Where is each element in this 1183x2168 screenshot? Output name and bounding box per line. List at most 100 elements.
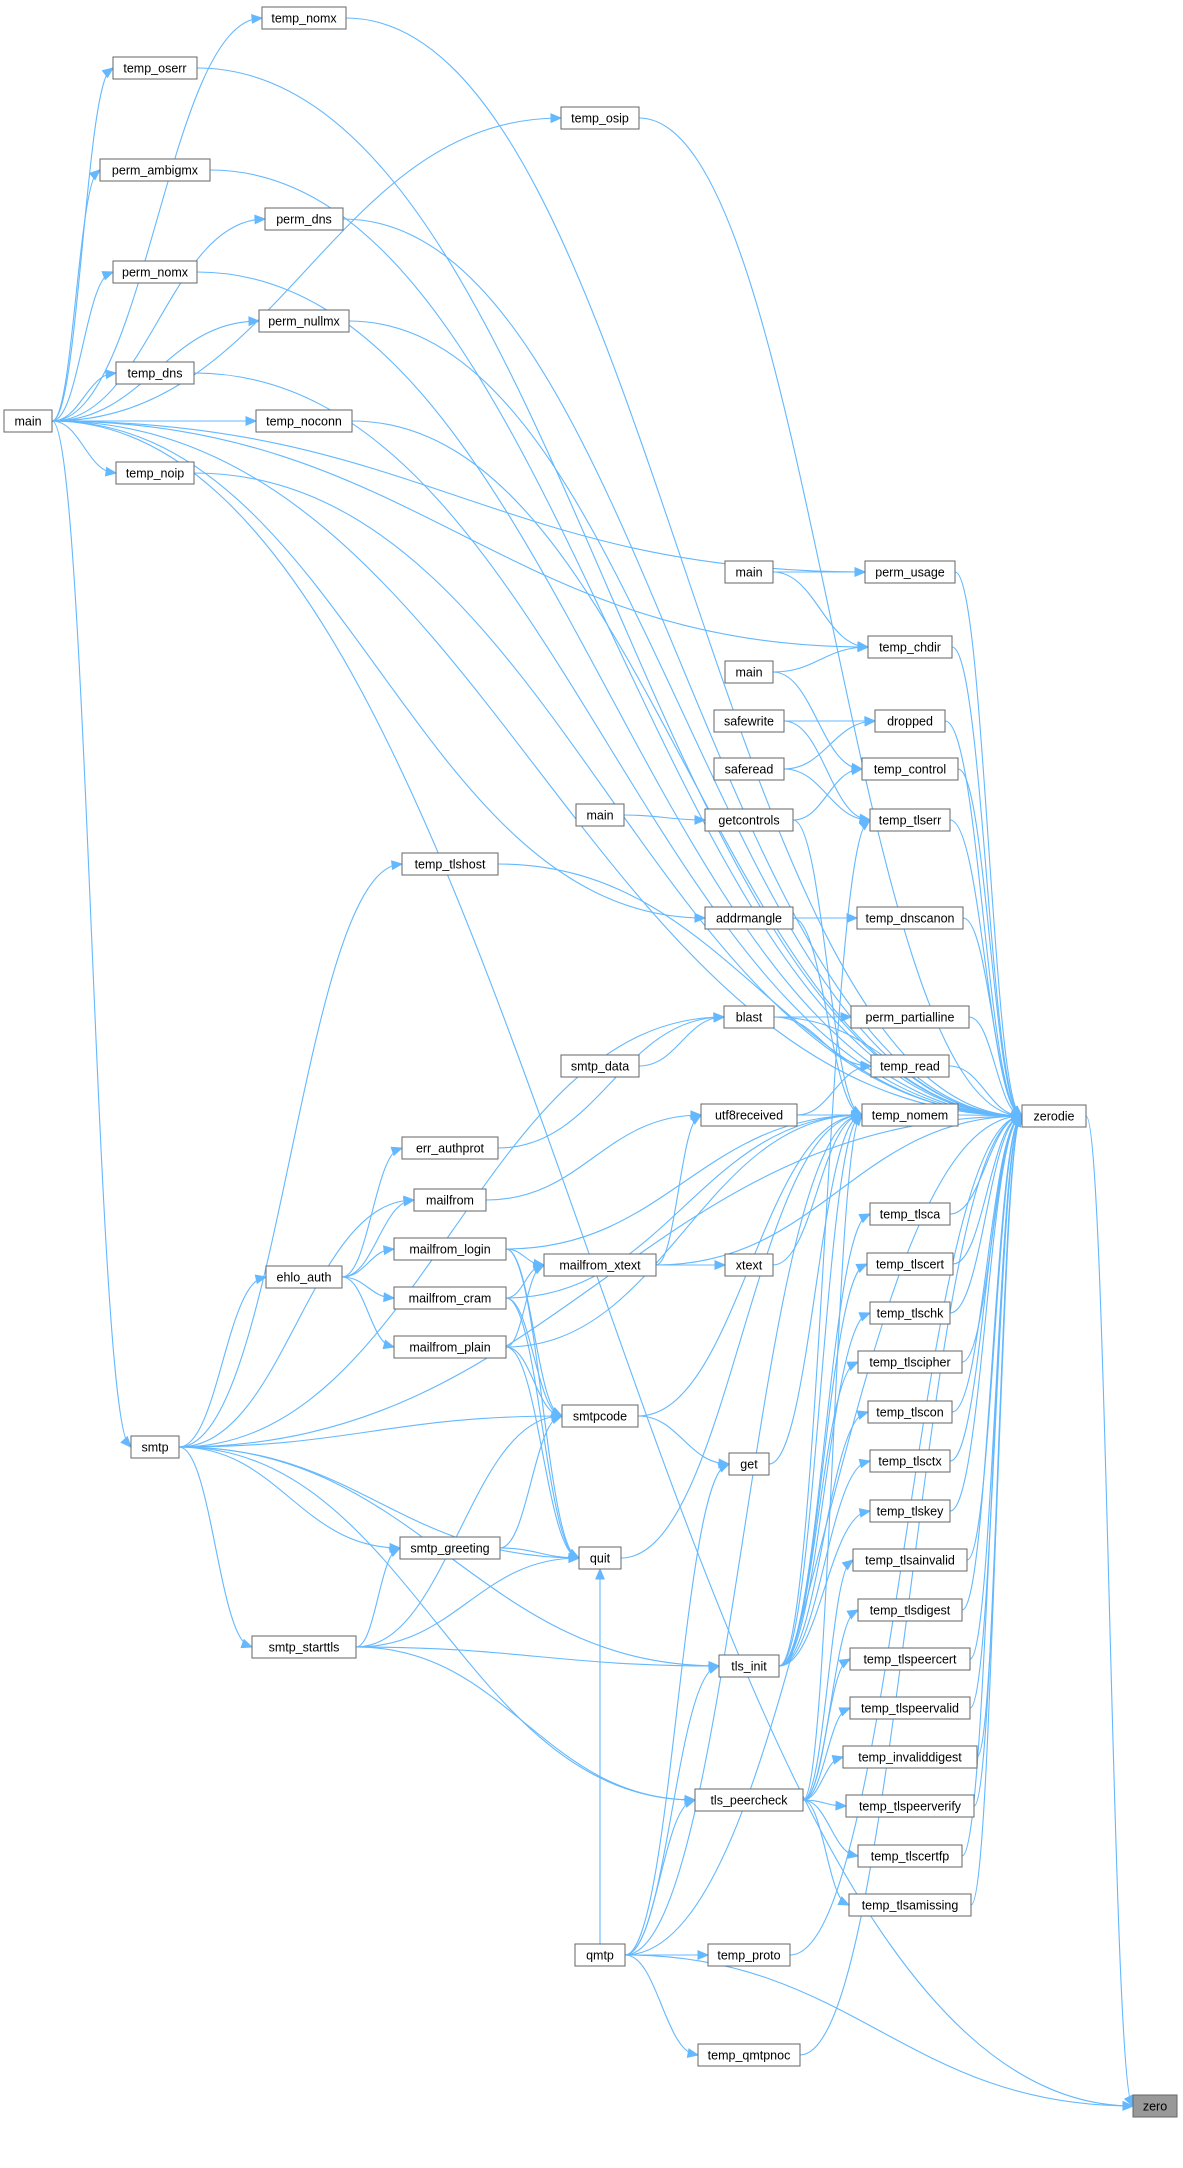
node-saferead[interactable]: saferead [713, 757, 785, 781]
node-temp-tlshost[interactable]: temp_tlshost [401, 852, 499, 876]
arrowhead-smtp_starttls-to-quit [568, 1553, 581, 1564]
node-temp-qmtpnoc[interactable]: temp_qmtpnoc [697, 2043, 801, 2067]
edge-tls_init-to-temp_nomem [778, 1114, 863, 1667]
node-main-b[interactable]: main [724, 560, 774, 584]
node-mailfrom[interactable]: mailfrom [413, 1188, 487, 1212]
node-main-a[interactable]: main [3, 409, 53, 433]
node-box [99, 158, 211, 182]
node-zero[interactable]: zero [1132, 2094, 1178, 2118]
node-box [575, 803, 625, 827]
node-get[interactable]: get [728, 1452, 770, 1476]
node-box [867, 1400, 953, 1424]
edge-main_c-to-temp_chdir [772, 646, 869, 673]
node-zerodie[interactable]: zerodie [1021, 1104, 1087, 1128]
node-label: safewrite [724, 715, 774, 729]
edge-mailfrom-to-utf8received [485, 1114, 702, 1201]
node-err-authprot[interactable]: err_authprot [401, 1136, 499, 1160]
node-temp-control[interactable]: temp_control [861, 757, 959, 781]
edge-main_a-to-perm_usage [51, 420, 866, 573]
edge-temp_nomx-to-zerodie [345, 17, 1023, 1117]
node-smtp-greeting[interactable]: smtp_greeting [399, 1536, 501, 1560]
node-temp-tlscon[interactable]: temp_tlscon [867, 1400, 953, 1424]
node-temp-tlsamissing[interactable]: temp_tlsamissing [848, 1893, 972, 1917]
node-temp-tlschk[interactable]: temp_tlschk [869, 1301, 951, 1325]
node-smtpcode[interactable]: smtpcode [561, 1404, 639, 1428]
node-box [713, 757, 785, 781]
arrowhead-utf8received-to-temp_read [860, 1062, 873, 1072]
node-perm-dns[interactable]: perm_dns [264, 207, 344, 231]
edge-temp_tlshost-to-zerodie [497, 863, 1023, 1117]
node-temp-noconn[interactable]: temp_noconn [255, 409, 353, 433]
node-temp-noip[interactable]: temp_noip [115, 461, 195, 485]
node-temp-tlsca[interactable]: temp_tlsca [869, 1202, 951, 1226]
edge-smtp_greeting-to-smtpcode [499, 1415, 563, 1549]
node-smtp-data[interactable]: smtp_data [560, 1054, 640, 1078]
node-temp-dns[interactable]: temp_dns [115, 361, 195, 385]
node-box [852, 1548, 968, 1572]
node-perm-nomx[interactable]: perm_nomx [112, 260, 198, 284]
node-perm-usage[interactable]: perm_usage [864, 560, 956, 584]
edge-tls_init-to-temp_tlscert [778, 1263, 868, 1667]
arrowhead-main_a-to-temp_nomx [251, 14, 264, 24]
node-temp-read[interactable]: temp_read [870, 1054, 950, 1078]
node-perm-ambigmx[interactable]: perm_ambigmx [99, 158, 211, 182]
node-qmtp[interactable]: qmtp [574, 1943, 626, 1967]
edge-tls_init-to-temp_tlsctx [778, 1460, 871, 1667]
node-temp-tlscipher[interactable]: temp_tlscipher [857, 1350, 963, 1374]
node-tls-peercheck[interactable]: tls_peercheck [694, 1788, 804, 1812]
node-blast[interactable]: blast [723, 1005, 775, 1029]
node-label: temp_osip [571, 112, 629, 126]
node-temp-oserr[interactable]: temp_oserr [112, 56, 198, 80]
arrowhead-smtp-to-ehlo_auth [254, 1274, 268, 1285]
node-main-c[interactable]: main [724, 660, 774, 684]
node-label: temp_tlscon [876, 1406, 943, 1420]
edge-get-to-temp_nomem [768, 1114, 863, 1465]
node-temp-tlscertfp[interactable]: temp_tlscertfp [857, 1844, 963, 1868]
node-mailfrom-xtext[interactable]: mailfrom_xtext [543, 1253, 657, 1277]
node-temp-invaliddigest[interactable]: temp_invaliddigest [842, 1745, 978, 1769]
node-temp-tlskey[interactable]: temp_tlskey [869, 1499, 951, 1523]
node-temp-chdir[interactable]: temp_chdir [867, 635, 953, 659]
node-safewrite[interactable]: safewrite [713, 709, 785, 733]
node-temp-nomx[interactable]: temp_nomx [261, 6, 347, 30]
node-quit[interactable]: quit [578, 1546, 622, 1570]
node-getcontrols[interactable]: getcontrols [704, 808, 794, 832]
node-mailfrom-cram[interactable]: mailfrom_cram [393, 1286, 507, 1310]
node-tls-init[interactable]: tls_init [718, 1654, 780, 1678]
node-label: temp_nomx [271, 12, 337, 26]
node-box [115, 361, 195, 385]
node-perm-partialline[interactable]: perm_partialline [850, 1005, 970, 1029]
node-label: temp_qmtpnoc [708, 2049, 791, 2063]
node-smtp[interactable]: smtp [130, 1435, 180, 1459]
node-main-d[interactable]: main [575, 803, 625, 827]
node-temp-tlsainvalid[interactable]: temp_tlsainvalid [852, 1548, 968, 1572]
edge-main_a-to-perm_nomx [51, 271, 114, 422]
node-label: perm_ambigmx [112, 164, 199, 178]
node-temp-tlserr[interactable]: temp_tlserr [869, 808, 951, 832]
node-temp-proto[interactable]: temp_proto [707, 1943, 791, 1967]
edge-tls_init-to-temp_tlserr [778, 819, 871, 1667]
node-temp-tlscert[interactable]: temp_tlscert [866, 1252, 954, 1276]
node-temp-tlsdigest[interactable]: temp_tlsdigest [857, 1598, 963, 1622]
node-xtext[interactable]: xtext [724, 1253, 774, 1277]
node-temp-osip[interactable]: temp_osip [560, 106, 640, 130]
node-temp-tlsctx[interactable]: temp_tlsctx [869, 1449, 951, 1473]
node-mailfrom-login[interactable]: mailfrom_login [393, 1237, 507, 1261]
node-temp-dnscanon[interactable]: temp_dnscanon [856, 906, 964, 930]
node-box [867, 635, 953, 659]
node-label: tls_peercheck [710, 1794, 788, 1808]
node-perm-nullmx[interactable]: perm_nullmx [258, 309, 350, 333]
node-mailfrom-plain[interactable]: mailfrom_plain [393, 1335, 507, 1359]
node-dropped[interactable]: dropped [874, 709, 946, 733]
node-ehlo-auth[interactable]: ehlo_auth [265, 1265, 343, 1289]
arrowhead-saferead-to-dropped [864, 716, 877, 727]
arrowhead-tls_peercheck-to-temp_tlspeervalid [838, 1707, 852, 1717]
node-temp-tlspeerverify[interactable]: temp_tlspeerverify [845, 1794, 975, 1818]
node-temp-tlspeercert[interactable]: temp_tlspeercert [849, 1647, 971, 1671]
node-temp-nomem[interactable]: temp_nomem [861, 1103, 959, 1127]
node-temp-tlspeervalid[interactable]: temp_tlspeervalid [849, 1696, 971, 1720]
node-utf8received[interactable]: utf8received [700, 1103, 798, 1127]
arrowhead-main_a-to-temp_osip [550, 113, 563, 124]
node-smtp-starttls[interactable]: smtp_starttls [251, 1635, 357, 1659]
node-addrmangle[interactable]: addrmangle [704, 906, 794, 930]
